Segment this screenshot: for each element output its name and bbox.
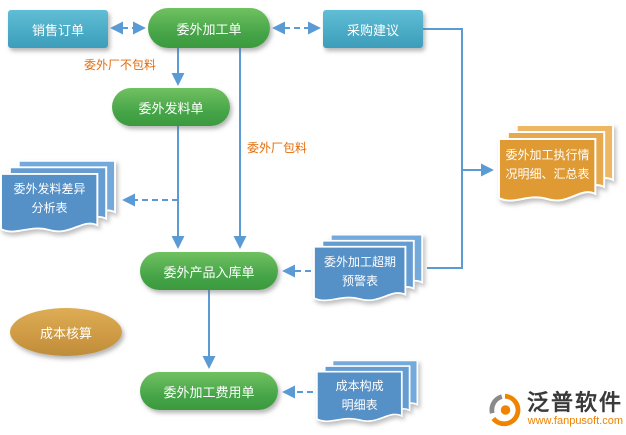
fanpu-logo-icon: [489, 393, 521, 426]
logo-url: www.fanpusoft.com: [527, 415, 623, 427]
node-sales-order: 销售订单: [8, 10, 108, 48]
edge-label-no-material: 委外厂不包料: [84, 58, 157, 72]
node-overdue-warning: 委外加工超期 预警表: [313, 232, 425, 312]
node-label: 委外产品入库单: [163, 264, 255, 280]
document-stack-icon: [0, 159, 117, 233]
node-material-issue: 委外发料单: [112, 88, 230, 126]
document-stack-icon: [498, 124, 615, 202]
node-outsourcing-order: 委外加工单: [148, 8, 270, 48]
node-label: 委外加工执行情 况明细、汇总表: [505, 147, 590, 181]
node-processing-fee: 委外加工费用单: [140, 372, 278, 410]
node-label: 委外加工费用单: [163, 384, 255, 400]
document-stack-icon: [313, 233, 424, 302]
node-label: 委外加工单: [176, 21, 242, 37]
node-label: 委外加工超期 预警表: [324, 254, 397, 288]
node-cost-detail: 成本构成 明细表: [316, 358, 420, 432]
node-label: 成本构成 明细表: [335, 379, 384, 413]
logo-text-block: 泛普软件 www.fanpusoft.com: [527, 391, 623, 428]
node-label: 委外发料单: [138, 100, 204, 116]
edge-label-with-material: 委外厂包料: [247, 141, 308, 155]
document-stack-icon: [316, 359, 419, 423]
logo-name: 泛普软件: [526, 390, 623, 415]
node-product-inbound: 委外产品入库单: [140, 252, 278, 290]
node-cost-accounting: 成本核算: [10, 308, 122, 356]
node-label: 委外发料差异 分析表: [13, 182, 86, 216]
node-label: 销售订单: [31, 22, 84, 38]
node-label: 采购建议: [346, 22, 399, 38]
node-label: 成本核算: [39, 325, 92, 341]
node-issue-diff-report: 委外发料差异 分析表: [0, 158, 118, 244]
fanpu-logo: 泛普软件 www.fanpusoft.com: [488, 391, 623, 428]
node-execution-report: 委外加工执行情 况明细、汇总表: [498, 122, 616, 214]
node-purchase-suggestion: 采购建议: [323, 10, 423, 48]
connector-trunk-right: [423, 28, 463, 269]
